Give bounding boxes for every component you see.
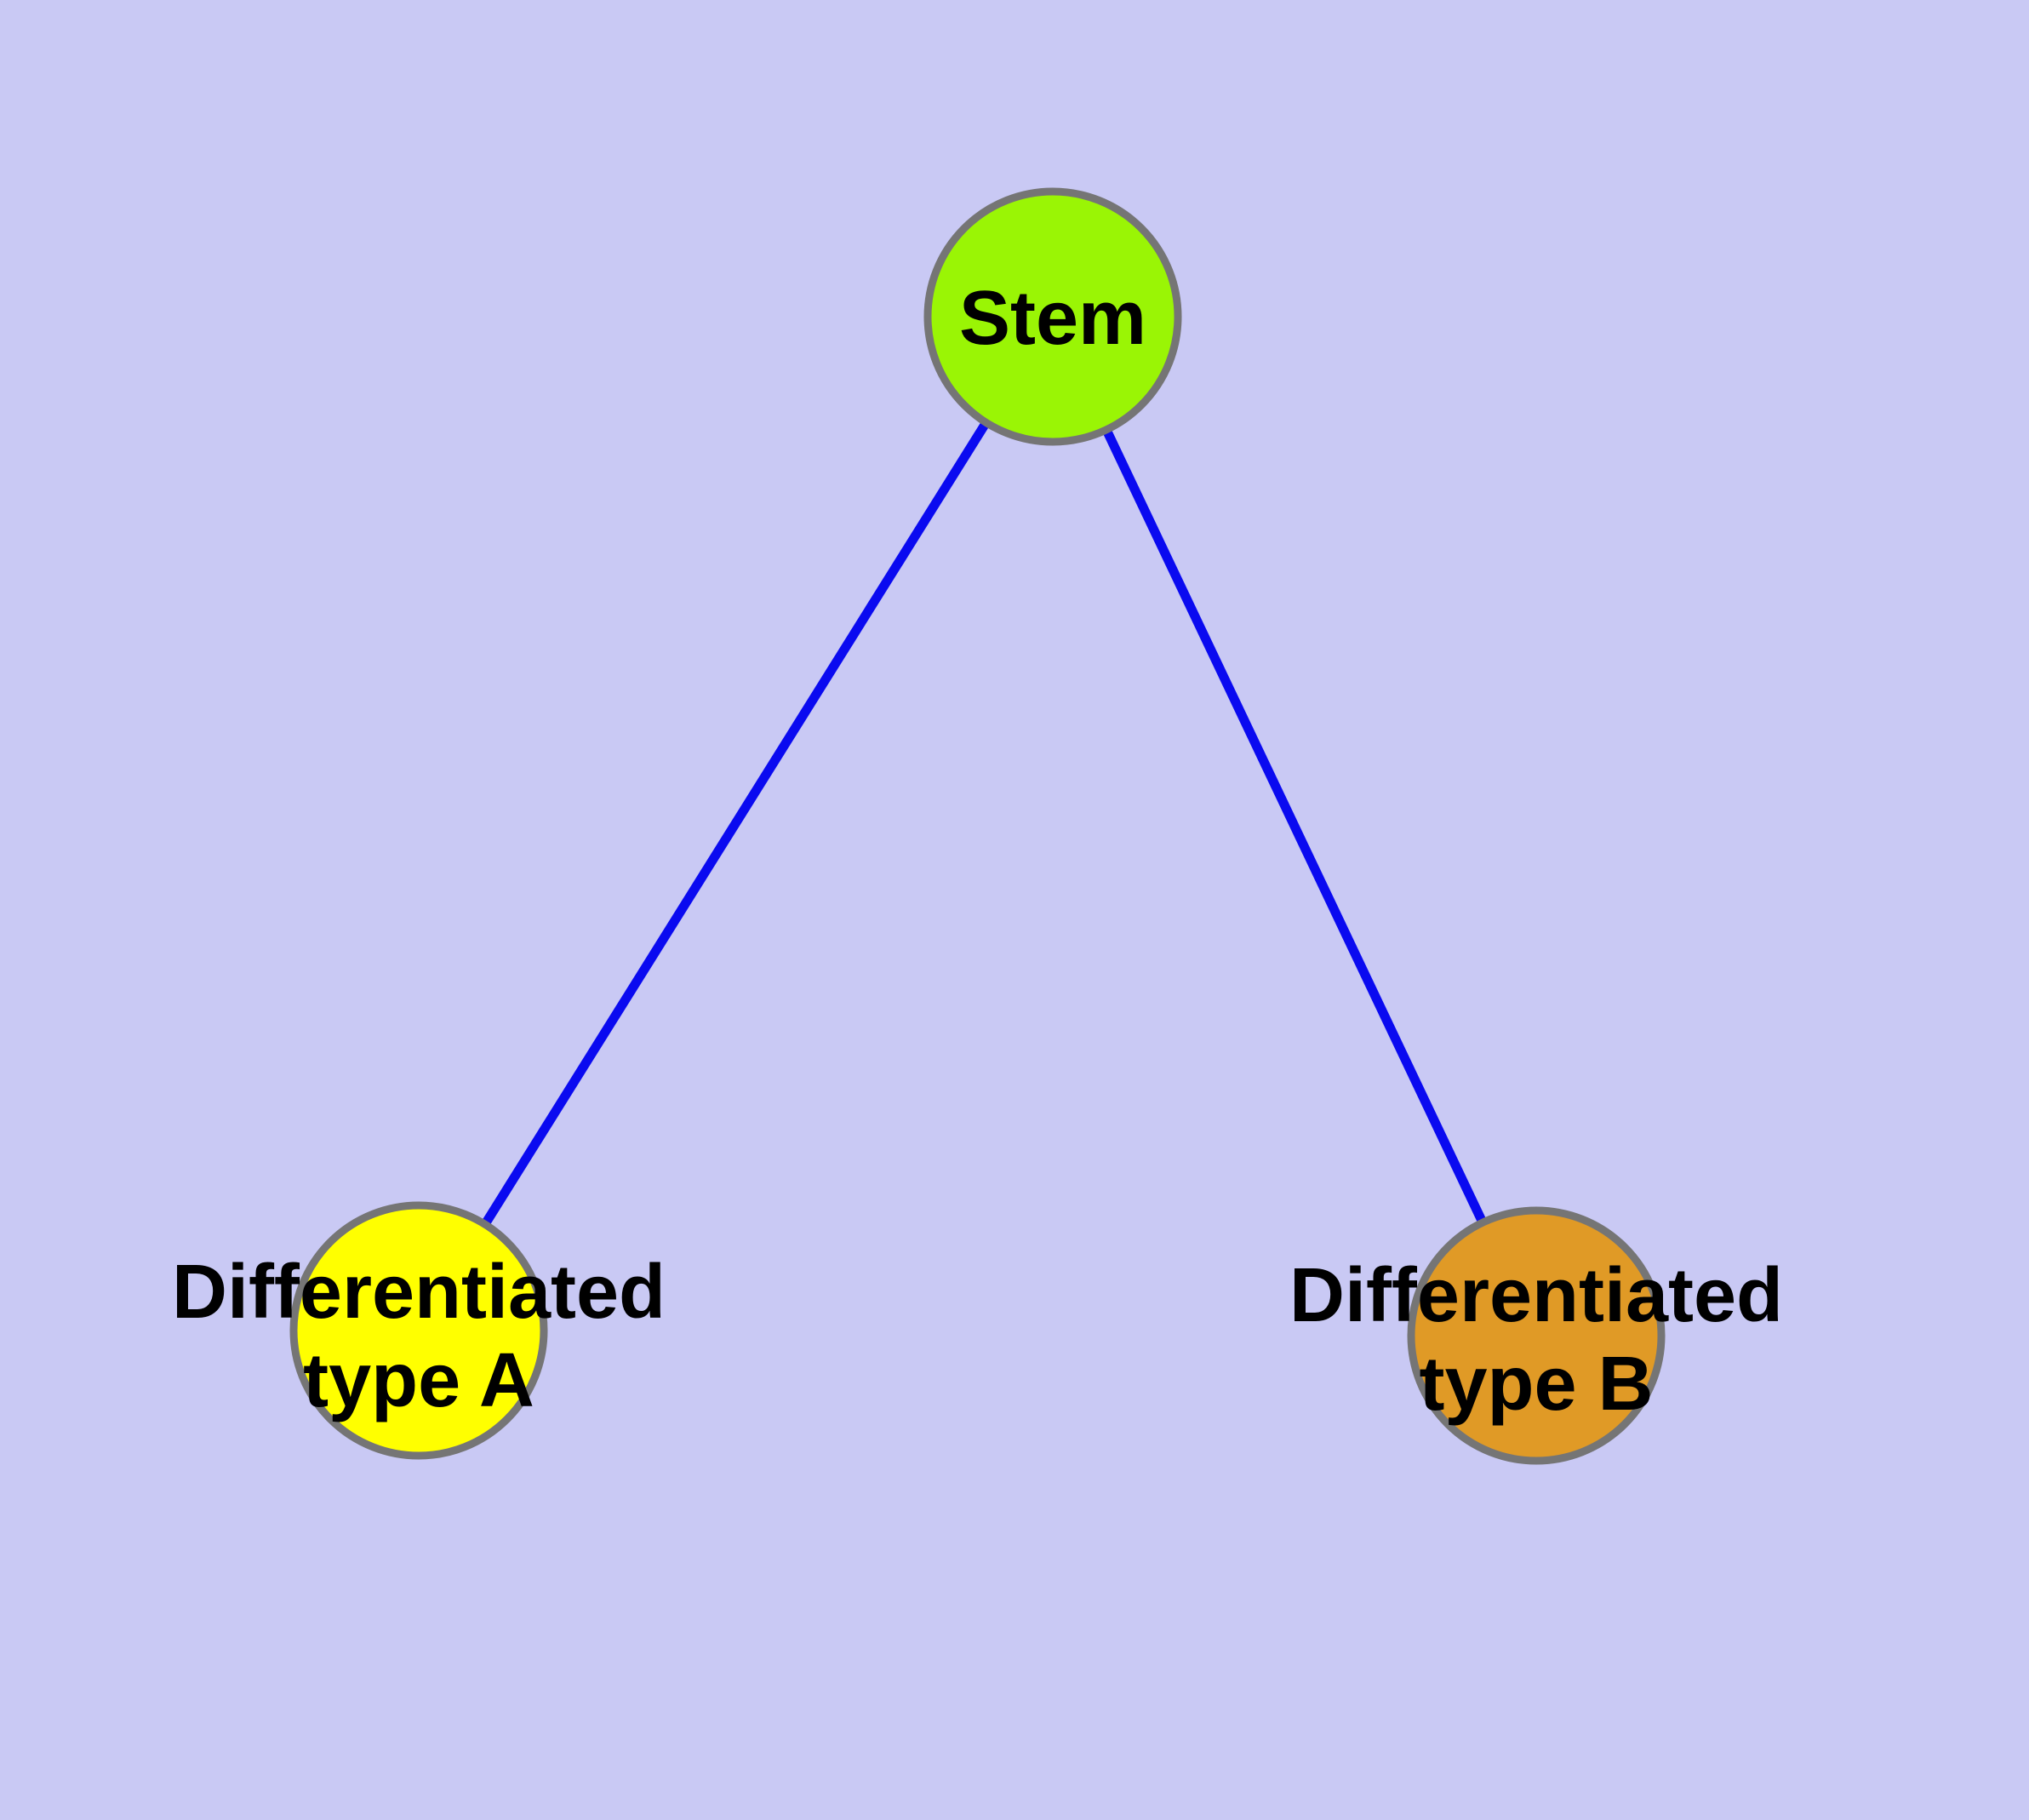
node-type-b-label-line1: Differentiated [1289, 1253, 1783, 1338]
node-type-b-label-line2: type B [1419, 1342, 1653, 1427]
node-differentiated-type-b[interactable]: Differentiated type B [1289, 1206, 1783, 1465]
node-type-a-label-line2: type A [303, 1338, 534, 1423]
node-type-b-circle[interactable] [1407, 1206, 1666, 1465]
node-differentiated-type-a[interactable]: Differentiated type A [172, 1201, 666, 1460]
edge-stem-to-type-a [481, 422, 989, 1227]
node-type-a-circle[interactable] [289, 1201, 548, 1460]
node-stem-circle[interactable] [923, 187, 1182, 446]
node-type-a-label-line1: Differentiated [172, 1250, 666, 1335]
edge-stem-to-type-b [1103, 429, 1487, 1225]
node-stem-label: Stem [959, 276, 1146, 361]
node-stem[interactable]: Stem [923, 187, 1182, 446]
